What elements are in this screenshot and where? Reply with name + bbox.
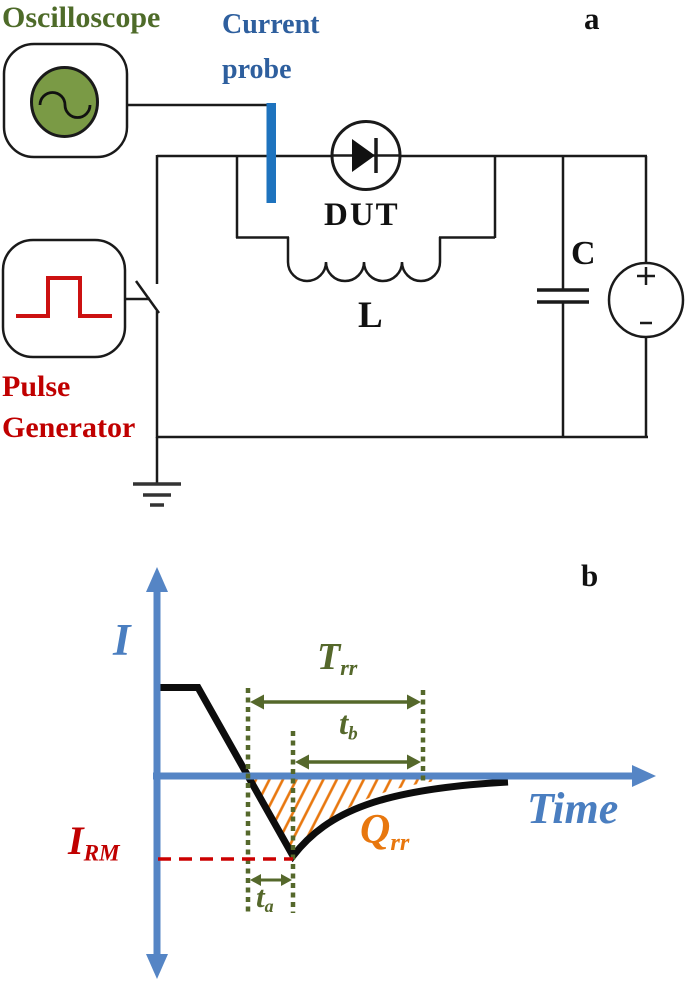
tb-label: tb bbox=[339, 707, 358, 744]
dut-diode bbox=[330, 120, 402, 191]
ta-label-main: t bbox=[256, 879, 265, 914]
current-probe-label-line1: Current bbox=[222, 9, 320, 40]
ta-label-sub: a bbox=[264, 896, 274, 917]
qrr-label-main: Q bbox=[360, 807, 391, 853]
pulse-generator-label-line1: Pulse bbox=[2, 370, 71, 403]
current-axis-arrow-bottom bbox=[146, 954, 168, 979]
qrr-label-sub: rr bbox=[390, 828, 410, 856]
capacitor-label: C bbox=[571, 235, 596, 272]
trr-arrowhead-right bbox=[407, 694, 421, 710]
oscilloscope bbox=[2, 42, 267, 159]
current-probe-bar bbox=[266, 103, 276, 203]
irm-label: IRM bbox=[68, 820, 120, 866]
ta-arrowhead-right bbox=[281, 874, 292, 886]
ta-label: ta bbox=[256, 879, 274, 917]
pulse-generator-label-line2: Generator bbox=[2, 411, 136, 444]
sine-wave-icon bbox=[38, 91, 92, 119]
panel-a-label: a bbox=[584, 1, 600, 36]
tb-label-main: t bbox=[339, 706, 349, 742]
current-probe-label: Current probe bbox=[222, 2, 319, 92]
ground-symbol bbox=[133, 437, 181, 507]
time-axis bbox=[153, 765, 656, 787]
trr-arrow bbox=[250, 694, 421, 710]
irm-label-sub: RM bbox=[83, 840, 120, 867]
trr-arrowhead-left bbox=[250, 694, 264, 710]
inductor-label: L bbox=[358, 295, 383, 336]
time-axis-arrow bbox=[632, 765, 656, 787]
waveform-curve bbox=[155, 684, 509, 863]
dut-label: DUT bbox=[324, 197, 400, 233]
tb-arrowhead-left bbox=[295, 754, 309, 770]
irm-label-main: I bbox=[68, 818, 84, 863]
inductor-coil bbox=[286, 261, 442, 283]
panel-b-label: b bbox=[581, 558, 599, 593]
pulse-generator bbox=[1, 238, 127, 359]
capacitor bbox=[537, 156, 589, 437]
voltage-source bbox=[607, 156, 685, 437]
tb-arrow bbox=[295, 754, 421, 770]
switch-blade bbox=[134, 280, 161, 314]
tb-label-sub: b bbox=[348, 723, 358, 745]
trr-label-sub: rr bbox=[340, 655, 358, 681]
time-axis-label: Time bbox=[527, 784, 619, 833]
current-probe-label-line2: probe bbox=[222, 54, 292, 85]
diode-triangle bbox=[352, 139, 375, 172]
ta-arrow bbox=[250, 874, 292, 886]
current-axis-label: I bbox=[113, 615, 131, 665]
ta-arrowhead-left bbox=[250, 874, 261, 886]
pulse-generator-label: Pulse Generator bbox=[2, 366, 135, 448]
square-pulse-icon bbox=[16, 276, 112, 318]
pulse-generator-box bbox=[1, 238, 127, 359]
oscilloscope-label: Oscilloscope bbox=[2, 1, 161, 34]
qrr-label: Qrr bbox=[360, 808, 409, 855]
trr-label: Trr bbox=[317, 636, 358, 681]
trr-label-main: T bbox=[317, 636, 341, 678]
current-axis-arrow-top bbox=[146, 567, 168, 592]
tb-arrowhead-right bbox=[407, 754, 421, 770]
